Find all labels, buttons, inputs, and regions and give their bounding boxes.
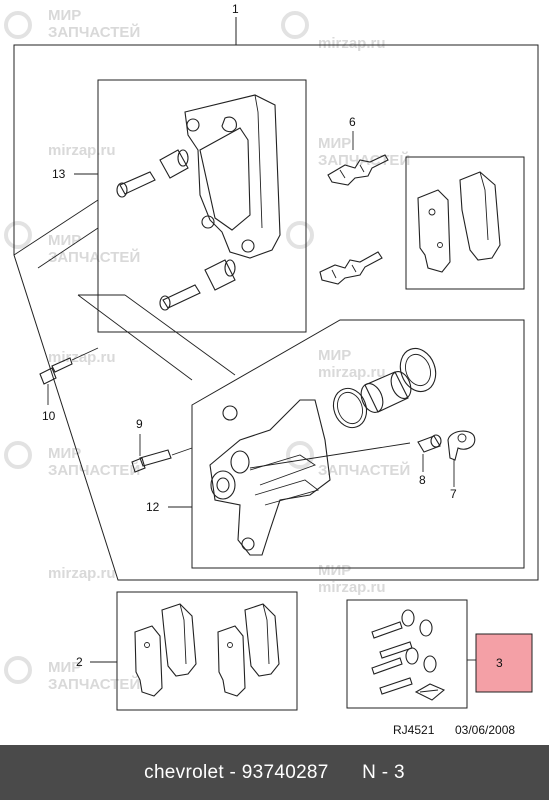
footer-gap <box>329 762 362 784</box>
guide-pin-kit <box>371 609 446 701</box>
watermark-brand-3: МИР <box>48 232 81 249</box>
watermark-parts-5: ЗАПЧАСТЕЙ <box>48 461 140 479</box>
carrier-mounting-bolt <box>39 357 73 385</box>
caliper-piston <box>360 371 412 413</box>
assembly-outline <box>13 44 539 581</box>
watermark-domain-1: mirzap.ru <box>318 35 386 52</box>
callout-13: 13 <box>52 167 66 181</box>
watermark-brand-8: МИР <box>48 659 81 676</box>
watermark-parts-8: ЗАПЧАСТЕЙ <box>48 675 140 693</box>
guide-pin-kit-box <box>346 599 468 709</box>
watermark-domain-7: mirzap.ru <box>318 579 386 596</box>
connection-lines <box>13 199 236 381</box>
callout-6: 6 <box>349 115 356 129</box>
brake-pad-lower-3 <box>217 625 246 697</box>
callout-10: 10 <box>42 409 56 423</box>
watermark-parts-2: ЗАПЧАСТЕЙ <box>318 151 410 169</box>
carrier-box <box>97 79 307 333</box>
pad-clip-lower <box>319 251 383 285</box>
pad-clip-upper <box>327 154 389 186</box>
guide-pin-upper <box>116 149 189 198</box>
pad-set-box-upper <box>405 156 525 290</box>
callout-12: 12 <box>146 500 160 514</box>
part-info-footer: chevrolet - 93740287 N - 3 <box>0 745 549 800</box>
brake-pad-upper-left <box>417 189 451 273</box>
bleeder-cap <box>447 430 476 461</box>
drawing-code: RJ4521 <box>393 723 435 737</box>
watermarks: МИР ЗАПЧАСТЕЙ mirzap.ru МИР ЗАПЧАСТЕЙ mi… <box>4 7 410 693</box>
caliper-housing <box>209 399 331 556</box>
watermark-brand-4: МИР <box>318 347 351 364</box>
part-number: 93740287 <box>241 761 329 783</box>
callout-2: 2 <box>76 655 83 669</box>
footer-separator: - <box>223 761 242 783</box>
watermark-brand-1: МИР <box>48 7 81 24</box>
brake-pad-lower-1 <box>134 625 163 697</box>
piston-dust-boot <box>399 347 437 393</box>
watermark-parts-3: ЗАПЧАСТЕЙ <box>48 248 140 266</box>
leader-piston <box>249 442 411 469</box>
guide-pin-lower <box>159 259 236 311</box>
watermark-parts-6: ЗАПЧАСТЕЙ <box>318 461 410 479</box>
watermark-logo-icon <box>4 11 314 684</box>
callout-9: 9 <box>136 417 143 431</box>
bleeder-screw <box>417 434 442 453</box>
highlighted-item-box <box>475 633 533 693</box>
watermark-domain-5: mirzap.ru <box>48 565 116 582</box>
watermark-brand-2: МИР <box>318 135 351 152</box>
brake-pad-upper-right <box>459 171 501 261</box>
position-code: N - 3 <box>362 761 405 783</box>
callout-8: 8 <box>419 473 426 487</box>
caliper-carrier-bracket <box>184 94 281 259</box>
drawing-date: 03/06/2008 <box>455 723 515 737</box>
leader-9-to-housing <box>171 447 193 456</box>
watermark-brand-7: МИР <box>318 562 351 579</box>
leader-10-to-frame <box>71 347 99 361</box>
callout-3: 3 <box>496 656 503 670</box>
caliper-housing-box <box>191 319 525 569</box>
parts-diagram: МИР ЗАПЧАСТЕЙ mirzap.ru МИР ЗАПЧАСТЕЙ mi… <box>4 2 539 737</box>
callout-7: 7 <box>450 487 457 501</box>
watermark-parts-1: ЗАПЧАСТЕЙ <box>48 23 140 41</box>
caliper-bolt <box>131 449 172 473</box>
callout-1: 1 <box>232 2 239 16</box>
watermark-domain-4: mirzap.ru <box>318 364 386 381</box>
watermark-domain-3: mirzap.ru <box>48 349 116 366</box>
brake-pad-lower-4 <box>244 603 280 677</box>
brake-pad-lower-2 <box>161 603 197 677</box>
watermark-domain-2: mirzap.ru <box>48 142 116 159</box>
caliper-seal-ring <box>332 387 368 429</box>
pad-set-box-lower <box>116 591 298 711</box>
vehicle-make: chevrolet <box>144 761 224 783</box>
watermark-brand-5: МИР <box>48 445 81 462</box>
